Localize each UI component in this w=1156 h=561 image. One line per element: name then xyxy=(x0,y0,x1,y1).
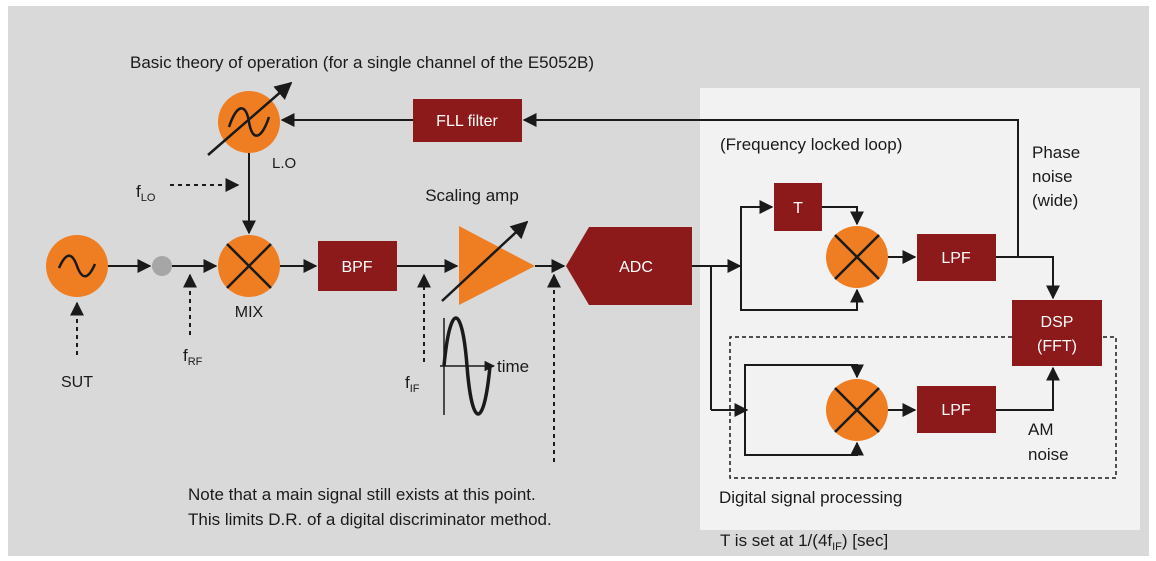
note-line-1: Note that a main signal still exists at … xyxy=(188,485,536,504)
t-setting-note: T is set at 1/(4fIF) [sec] xyxy=(720,531,888,553)
local-oscillator xyxy=(207,81,293,156)
lpf-top-label: LPF xyxy=(941,250,971,267)
lpf-top-block xyxy=(917,234,996,281)
am-wires xyxy=(744,364,1060,456)
scaling-amp-label: Scaling amp xyxy=(425,186,519,205)
am-noise-line-1: AM xyxy=(1028,420,1054,439)
t-delay-block xyxy=(774,183,822,231)
diagram-title: Basic theory of operation (for a single … xyxy=(130,53,594,72)
sine-wave-icon xyxy=(442,316,492,416)
phase-noise-line-3: (wide) xyxy=(1032,191,1078,210)
phase-noise-line-1: Phase xyxy=(1032,143,1080,162)
signal-wires xyxy=(108,113,1019,417)
fll-wires xyxy=(740,200,1060,311)
f-if-label: fIF xyxy=(405,373,420,395)
adc-label: ADC xyxy=(619,259,653,276)
sine-icon xyxy=(57,254,97,278)
t-delay-label: T xyxy=(793,200,803,217)
f-rf-label: fRF xyxy=(183,346,203,368)
sut-source xyxy=(46,235,108,297)
bpf-block xyxy=(318,241,397,291)
if-waveform xyxy=(440,316,496,416)
mixer xyxy=(218,235,280,297)
sut-label: SUT xyxy=(61,374,93,391)
fll-filter-label: FLL filter xyxy=(436,113,498,130)
note-line-2: This limits D.R. of a digital discrimina… xyxy=(188,510,552,529)
bpf-label: BPF xyxy=(341,259,372,276)
fll-filter-block xyxy=(413,99,522,142)
phase-noise-line-2: noise xyxy=(1032,167,1073,186)
am-noise-line-2: noise xyxy=(1028,445,1069,464)
time-label: time xyxy=(497,357,529,376)
lpf-bottom-block xyxy=(917,386,996,433)
fft-label: (FFT) xyxy=(1037,338,1077,355)
tunable-arrow-icon xyxy=(207,81,293,156)
adc-block xyxy=(566,227,692,305)
fll-mixer xyxy=(826,226,888,288)
lo-label: L.O xyxy=(272,155,296,172)
scaling-amp xyxy=(441,220,535,305)
fll-caption: (Frequency locked loop) xyxy=(720,135,902,154)
sine-icon xyxy=(227,107,271,137)
dsp-fft-block xyxy=(1012,300,1102,366)
dsp-caption: Digital signal processing xyxy=(719,488,902,507)
f-lo-label: fLO xyxy=(136,182,156,204)
am-mixer xyxy=(826,379,888,441)
mix-label: MIX xyxy=(235,304,264,321)
coupler-dot xyxy=(152,256,172,276)
dsp-label: DSP xyxy=(1041,314,1074,331)
tunable-arrow-icon xyxy=(441,220,529,302)
lpf-bottom-label: LPF xyxy=(941,402,971,419)
am-section-box xyxy=(729,336,1117,479)
